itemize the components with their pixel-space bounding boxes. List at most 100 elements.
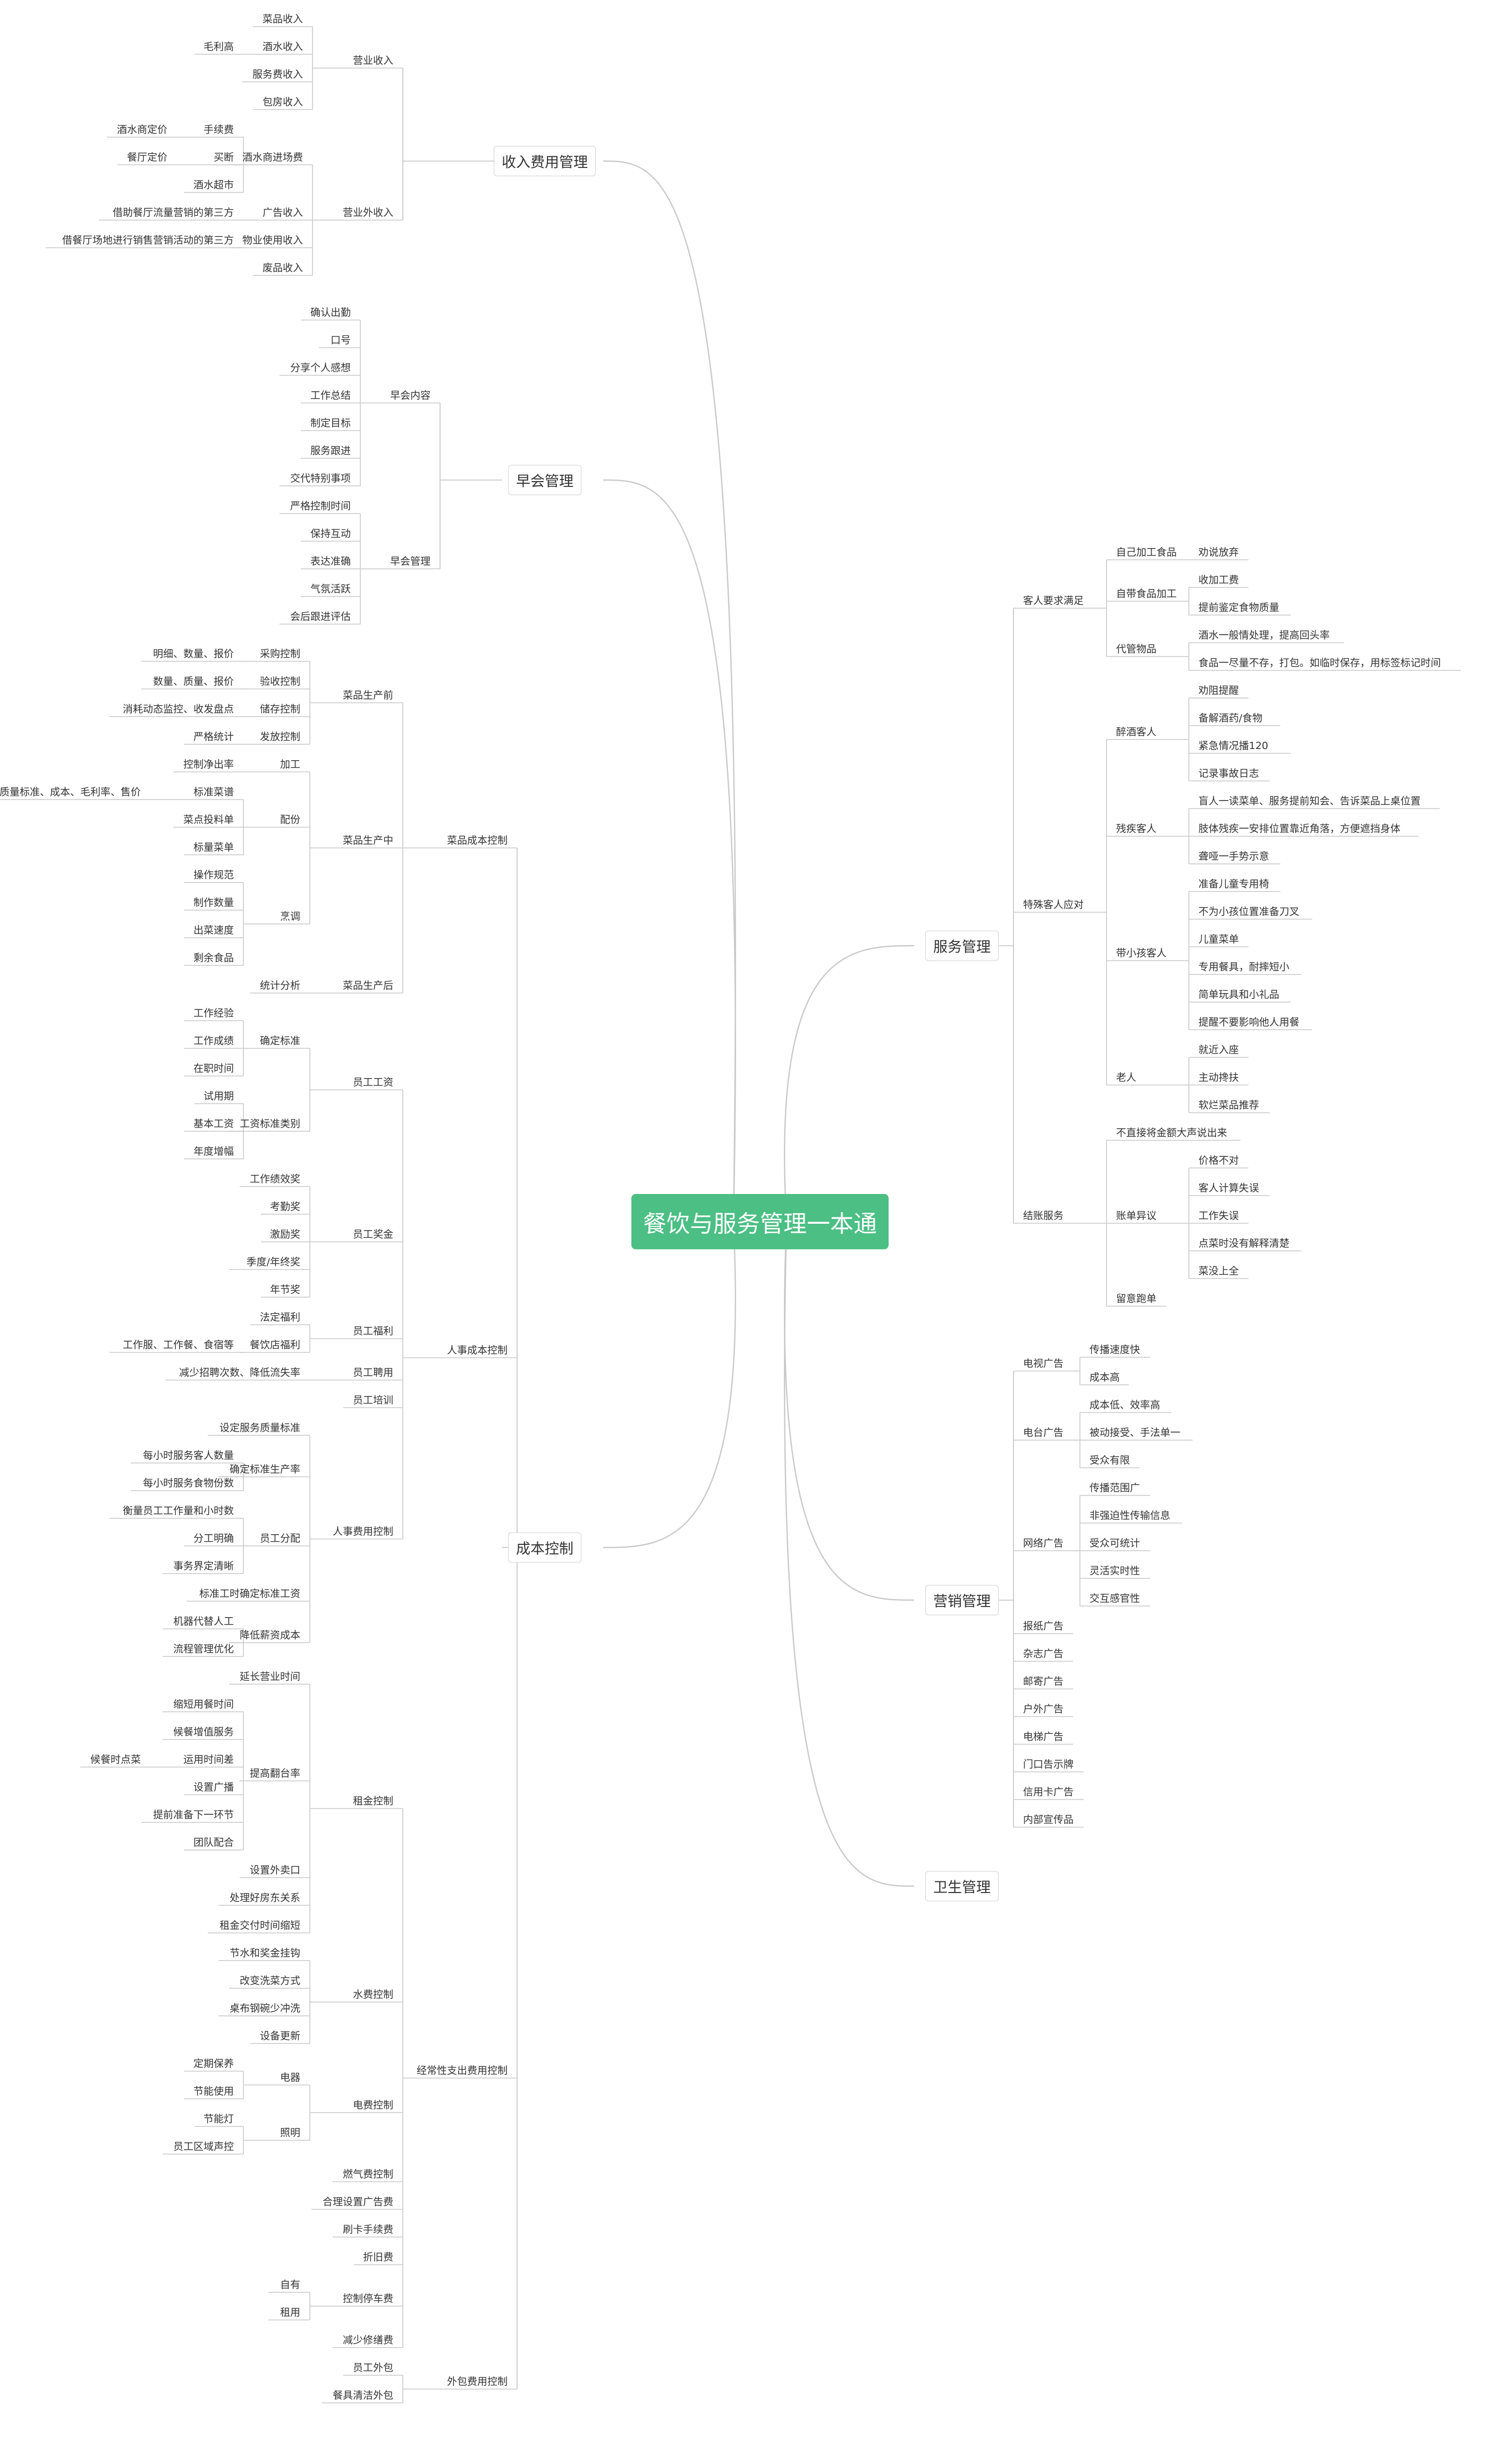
node-3-1-3-1[interactable]: 主动搀扶	[1198, 1072, 1239, 1083]
node-2-2-1-2[interactable]: 桌布钢碗少冲洗	[229, 2003, 300, 2014]
node-4-2-1[interactable]: 非强迫性传输信息	[1089, 1510, 1171, 1521]
node-3-1-2-5[interactable]: 提醒不要影响他人用餐	[1198, 1016, 1300, 1028]
node-2-2-2-0[interactable]: 电器	[280, 2072, 300, 2083]
node-2-2[interactable]: 经常性支出费用控制	[416, 2065, 508, 2076]
node-3-1-0-2[interactable]: 紧急情况播120	[1198, 740, 1269, 752]
node-2-1[interactable]: 人事成本控制	[446, 1344, 508, 1356]
node-2-2-0-0[interactable]: 延长营业时间	[239, 1671, 300, 1683]
node-1-1-0[interactable]: 严格控制时间	[290, 500, 351, 512]
topic-1[interactable]: 早会管理	[508, 465, 581, 495]
node-4-2-0[interactable]: 传播范围广	[1089, 1482, 1141, 1494]
node-4-0-0[interactable]: 传播速度快	[1089, 1344, 1141, 1356]
node-2-1-1-3[interactable]: 季度/年终奖	[246, 1256, 300, 1268]
node-2-0-0-0[interactable]: 采购控制	[259, 648, 300, 660]
node-2-1-3-0[interactable]: 减少招聘次数、降低流失率	[179, 1367, 300, 1378]
node-2-1-0-0[interactable]: 确定标准	[259, 1035, 300, 1047]
node-3-2[interactable]: 结账服务	[1023, 1210, 1064, 1222]
node-1-0-6[interactable]: 交代特别事项	[290, 473, 351, 484]
node-3-1-3-0[interactable]: 就近入座	[1198, 1044, 1239, 1056]
node-2-2-0-1-2-0[interactable]: 候餐时点菜	[90, 1754, 141, 1765]
node-2-0-1-1-0-0[interactable]: 质量标准、成本、毛利率、售价	[0, 786, 141, 798]
node-2-2-1-1[interactable]: 改变洗菜方式	[239, 1975, 300, 1987]
node-2-0-1-1[interactable]: 配份	[280, 814, 300, 826]
node-3-1-0-1[interactable]: 备解酒药/食物	[1198, 712, 1263, 724]
node-2-1-0-0-0[interactable]: 工作经验	[193, 1007, 234, 1019]
node-4-1-0[interactable]: 成本低、效率高	[1089, 1399, 1161, 1411]
node-2-1-2-1-0[interactable]: 工作服、工作餐、食宿等	[122, 1339, 234, 1351]
node-2-2-0-1-2[interactable]: 运用时间差	[183, 1754, 234, 1765]
node-3-0-1-0[interactable]: 收加工费	[1198, 574, 1239, 586]
node-2-1-5-4-1[interactable]: 流程管理优化	[173, 1643, 234, 1655]
node-2-0-0[interactable]: 菜品生产前	[342, 689, 393, 701]
node-2-1-4[interactable]: 员工培训	[352, 1394, 393, 1406]
node-3-0-1[interactable]: 自带食品加工	[1116, 588, 1177, 600]
node-0-1-0-0[interactable]: 手续费	[203, 124, 234, 136]
node-2-2-1-0[interactable]: 节水和奖金挂钩	[229, 1947, 300, 1959]
root-topic[interactable]: 餐饮与服务管理一本通	[631, 1194, 889, 1249]
node-2-0-0-3[interactable]: 发放控制	[259, 731, 300, 743]
node-3-1[interactable]: 特殊客人应对	[1023, 899, 1084, 911]
node-0-0-1-0[interactable]: 毛利高	[203, 41, 234, 53]
node-2-1-2-1[interactable]: 餐饮店福利	[249, 1339, 300, 1351]
node-2-2-2-0-1[interactable]: 节能使用	[193, 2085, 234, 2097]
node-4-8[interactable]: 门口告示牌	[1023, 1759, 1074, 1770]
node-2-0-2[interactable]: 菜品生产后	[342, 980, 393, 991]
node-0-1-2[interactable]: 物业使用收入	[242, 234, 303, 246]
node-2-1-1-4[interactable]: 年节奖	[269, 1284, 300, 1296]
node-1-0-2[interactable]: 分享个人感想	[290, 362, 351, 374]
node-1-0-0[interactable]: 确认出勤	[310, 307, 351, 318]
node-2-1-5-2-2[interactable]: 事务界定清晰	[173, 1560, 234, 1572]
node-3-2-1-0[interactable]: 价格不对	[1198, 1155, 1239, 1166]
node-3-0-1-1[interactable]: 提前鉴定食物质量	[1198, 602, 1280, 613]
node-3-1-3[interactable]: 老人	[1116, 1072, 1137, 1083]
node-2-0-1-2[interactable]: 烹调	[280, 911, 300, 922]
node-2-1-2[interactable]: 员工福利	[352, 1325, 393, 1337]
node-1-1-4[interactable]: 会后跟进评估	[290, 611, 351, 623]
node-2-1-2-0[interactable]: 法定福利	[259, 1311, 300, 1323]
node-3-1-0[interactable]: 醉酒客人	[1116, 726, 1157, 738]
node-1-1-1[interactable]: 保持互动	[310, 528, 351, 540]
topic-4[interactable]: 营销管理	[925, 1585, 999, 1616]
node-2-2-7[interactable]: 控制停车费	[342, 2293, 393, 2305]
node-2-2-2-0-0[interactable]: 定期保养	[193, 2058, 234, 2070]
node-0-1-3[interactable]: 废品收入	[262, 262, 303, 274]
node-2-1-3[interactable]: 员工聘用	[352, 1367, 393, 1378]
node-2-2-7-1[interactable]: 租用	[280, 2307, 300, 2318]
node-4-5[interactable]: 邮寄广告	[1023, 1676, 1064, 1687]
node-4-3[interactable]: 报纸广告	[1023, 1620, 1064, 1632]
node-0-1[interactable]: 营业外收入	[342, 207, 393, 218]
node-3-0-0-0[interactable]: 劝说放弃	[1198, 546, 1239, 558]
node-4-6[interactable]: 户外广告	[1023, 1703, 1064, 1715]
node-2-2-0-2[interactable]: 设置外卖口	[249, 1864, 300, 1876]
node-2-2-0-1-4[interactable]: 提前准备下一环节	[153, 1809, 234, 1821]
node-3-1-2-4[interactable]: 简单玩具和小礼品	[1198, 989, 1280, 1000]
node-0-1-0-0-0[interactable]: 酒水商定价	[116, 124, 167, 136]
node-0-1-0-1[interactable]: 买断	[213, 152, 234, 163]
node-3-0[interactable]: 客人要求满足	[1023, 595, 1084, 607]
node-3-1-1-0[interactable]: 盲人一读菜单、服务提前知会、告诉菜品上桌位置	[1198, 795, 1421, 807]
node-1-0-5[interactable]: 服务跟进	[310, 445, 351, 457]
node-4-10[interactable]: 内部宣传品	[1023, 1814, 1074, 1826]
node-3-0-2-1[interactable]: 食品一尽量不存，打包。如临时保存，用标签标记时间	[1198, 657, 1441, 669]
node-1-1-3[interactable]: 气氛活跃	[310, 583, 351, 595]
node-2-1-1[interactable]: 员工奖金	[352, 1229, 393, 1240]
node-2-0-0-3-0[interactable]: 严格统计	[193, 731, 234, 743]
node-2-0-0-0-0[interactable]: 明细、数量、报价	[153, 648, 234, 660]
node-3-1-1-1[interactable]: 肢体残疾一安排位置靠近角落，方便遮挡身体	[1198, 823, 1401, 835]
node-1-0-3[interactable]: 工作总结	[310, 390, 351, 401]
node-2-0[interactable]: 菜品成本控制	[446, 835, 508, 846]
node-2-0-0-1-0[interactable]: 数量、质量、报价	[153, 676, 234, 687]
node-3-0-2-0[interactable]: 酒水一般情处理，提高回头率	[1198, 629, 1330, 641]
node-2-0-1-1-2[interactable]: 标量菜单	[193, 842, 234, 853]
node-4-1[interactable]: 电台广告	[1023, 1427, 1064, 1439]
node-2-0-1-2-3[interactable]: 剩余食品	[193, 952, 234, 964]
node-2-2-4[interactable]: 合理设置广告费	[322, 2196, 393, 2208]
node-3-1-2-3[interactable]: 专用餐具，耐摔短小	[1198, 961, 1290, 973]
node-2-1-1-1[interactable]: 考勤奖	[269, 1201, 300, 1213]
node-2-1-5-0[interactable]: 设定服务质量标准	[219, 1422, 300, 1434]
node-2-2-5[interactable]: 刷卡手续费	[342, 2224, 393, 2235]
node-0-1-0-1-0[interactable]: 餐厅定价	[126, 152, 167, 163]
node-3-1-0-0[interactable]: 劝阻提醒	[1198, 685, 1239, 696]
node-2-1-5-3[interactable]: 标准工时确定标准工资	[199, 1588, 300, 1600]
node-3-1-1-2[interactable]: 聋哑一手势示意	[1198, 851, 1270, 862]
